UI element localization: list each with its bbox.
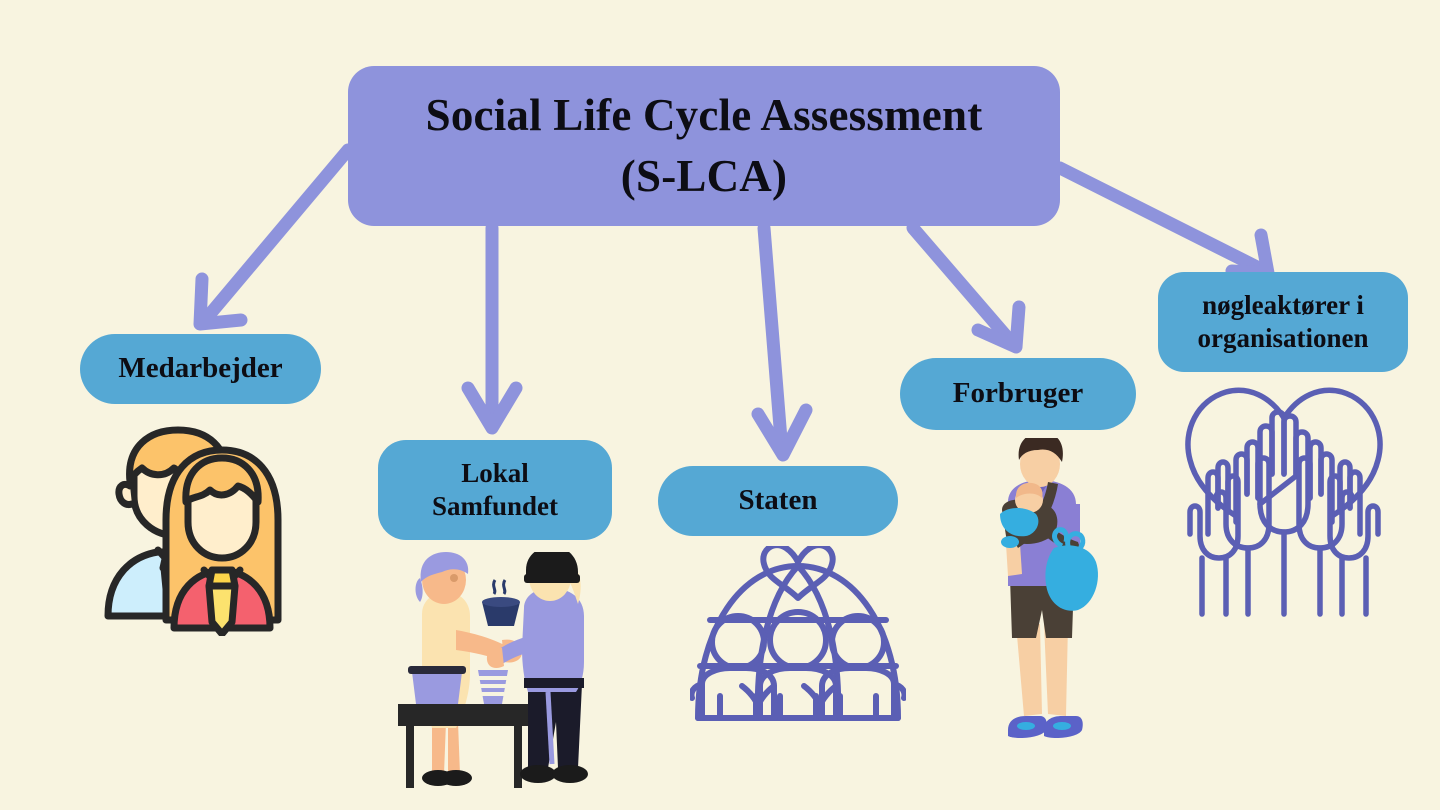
node-nogleaktorer-label-line1: nøgleaktører i	[1202, 290, 1364, 321]
node-staten[interactable]: Staten	[658, 466, 898, 536]
arrow-to-staten	[751, 221, 813, 462]
node-forbruger-label: Forbruger	[952, 377, 1084, 410]
root-node-label: Social Life Cycle Assessment (S-LCA)	[426, 85, 983, 207]
parent-with-baby-shopping-icon	[982, 438, 1104, 768]
soup-kitchen-volunteer-icon	[398, 552, 602, 790]
root-node-label-line1: Social Life Cycle Assessment	[425, 90, 983, 141]
raised-hands-heart-icon	[1174, 382, 1394, 620]
node-lokalsamfundet-label: Lokal Samfundet	[432, 457, 558, 523]
root-node-slca[interactable]: Social Life Cycle Assessment (S-LCA)	[348, 66, 1060, 226]
node-medarbejder[interactable]: Medarbejder	[80, 334, 321, 404]
node-lokalsamfundet-label-line2: Samfundet	[431, 491, 559, 521]
node-staten-label: Staten	[738, 484, 818, 517]
node-nogleaktorer-label: nøgleaktører i organisationen	[1197, 289, 1368, 355]
node-medarbejder-label: Medarbejder	[118, 352, 283, 385]
community-globe-heart-icon	[690, 546, 906, 724]
node-nogleaktorer[interactable]: nøgleaktører i organisationen	[1158, 272, 1408, 372]
node-nogleaktorer-label-line2: organisationen	[1197, 323, 1369, 353]
two-business-people-icon	[96, 424, 300, 636]
arrow-to-forbruger	[906, 221, 1026, 354]
root-node-label-line2: (S-LCA)	[620, 151, 788, 201]
arrow-to-nogleaktorer	[1053, 161, 1275, 280]
node-lokalsamfundet-label-line1: Lokal	[461, 458, 529, 489]
node-forbruger[interactable]: Forbruger	[900, 358, 1136, 430]
arrow-to-medarbejder	[193, 143, 355, 331]
node-lokalsamfundet[interactable]: Lokal Samfundet	[378, 440, 612, 540]
arrow-to-lokalsamfundet	[461, 221, 523, 435]
